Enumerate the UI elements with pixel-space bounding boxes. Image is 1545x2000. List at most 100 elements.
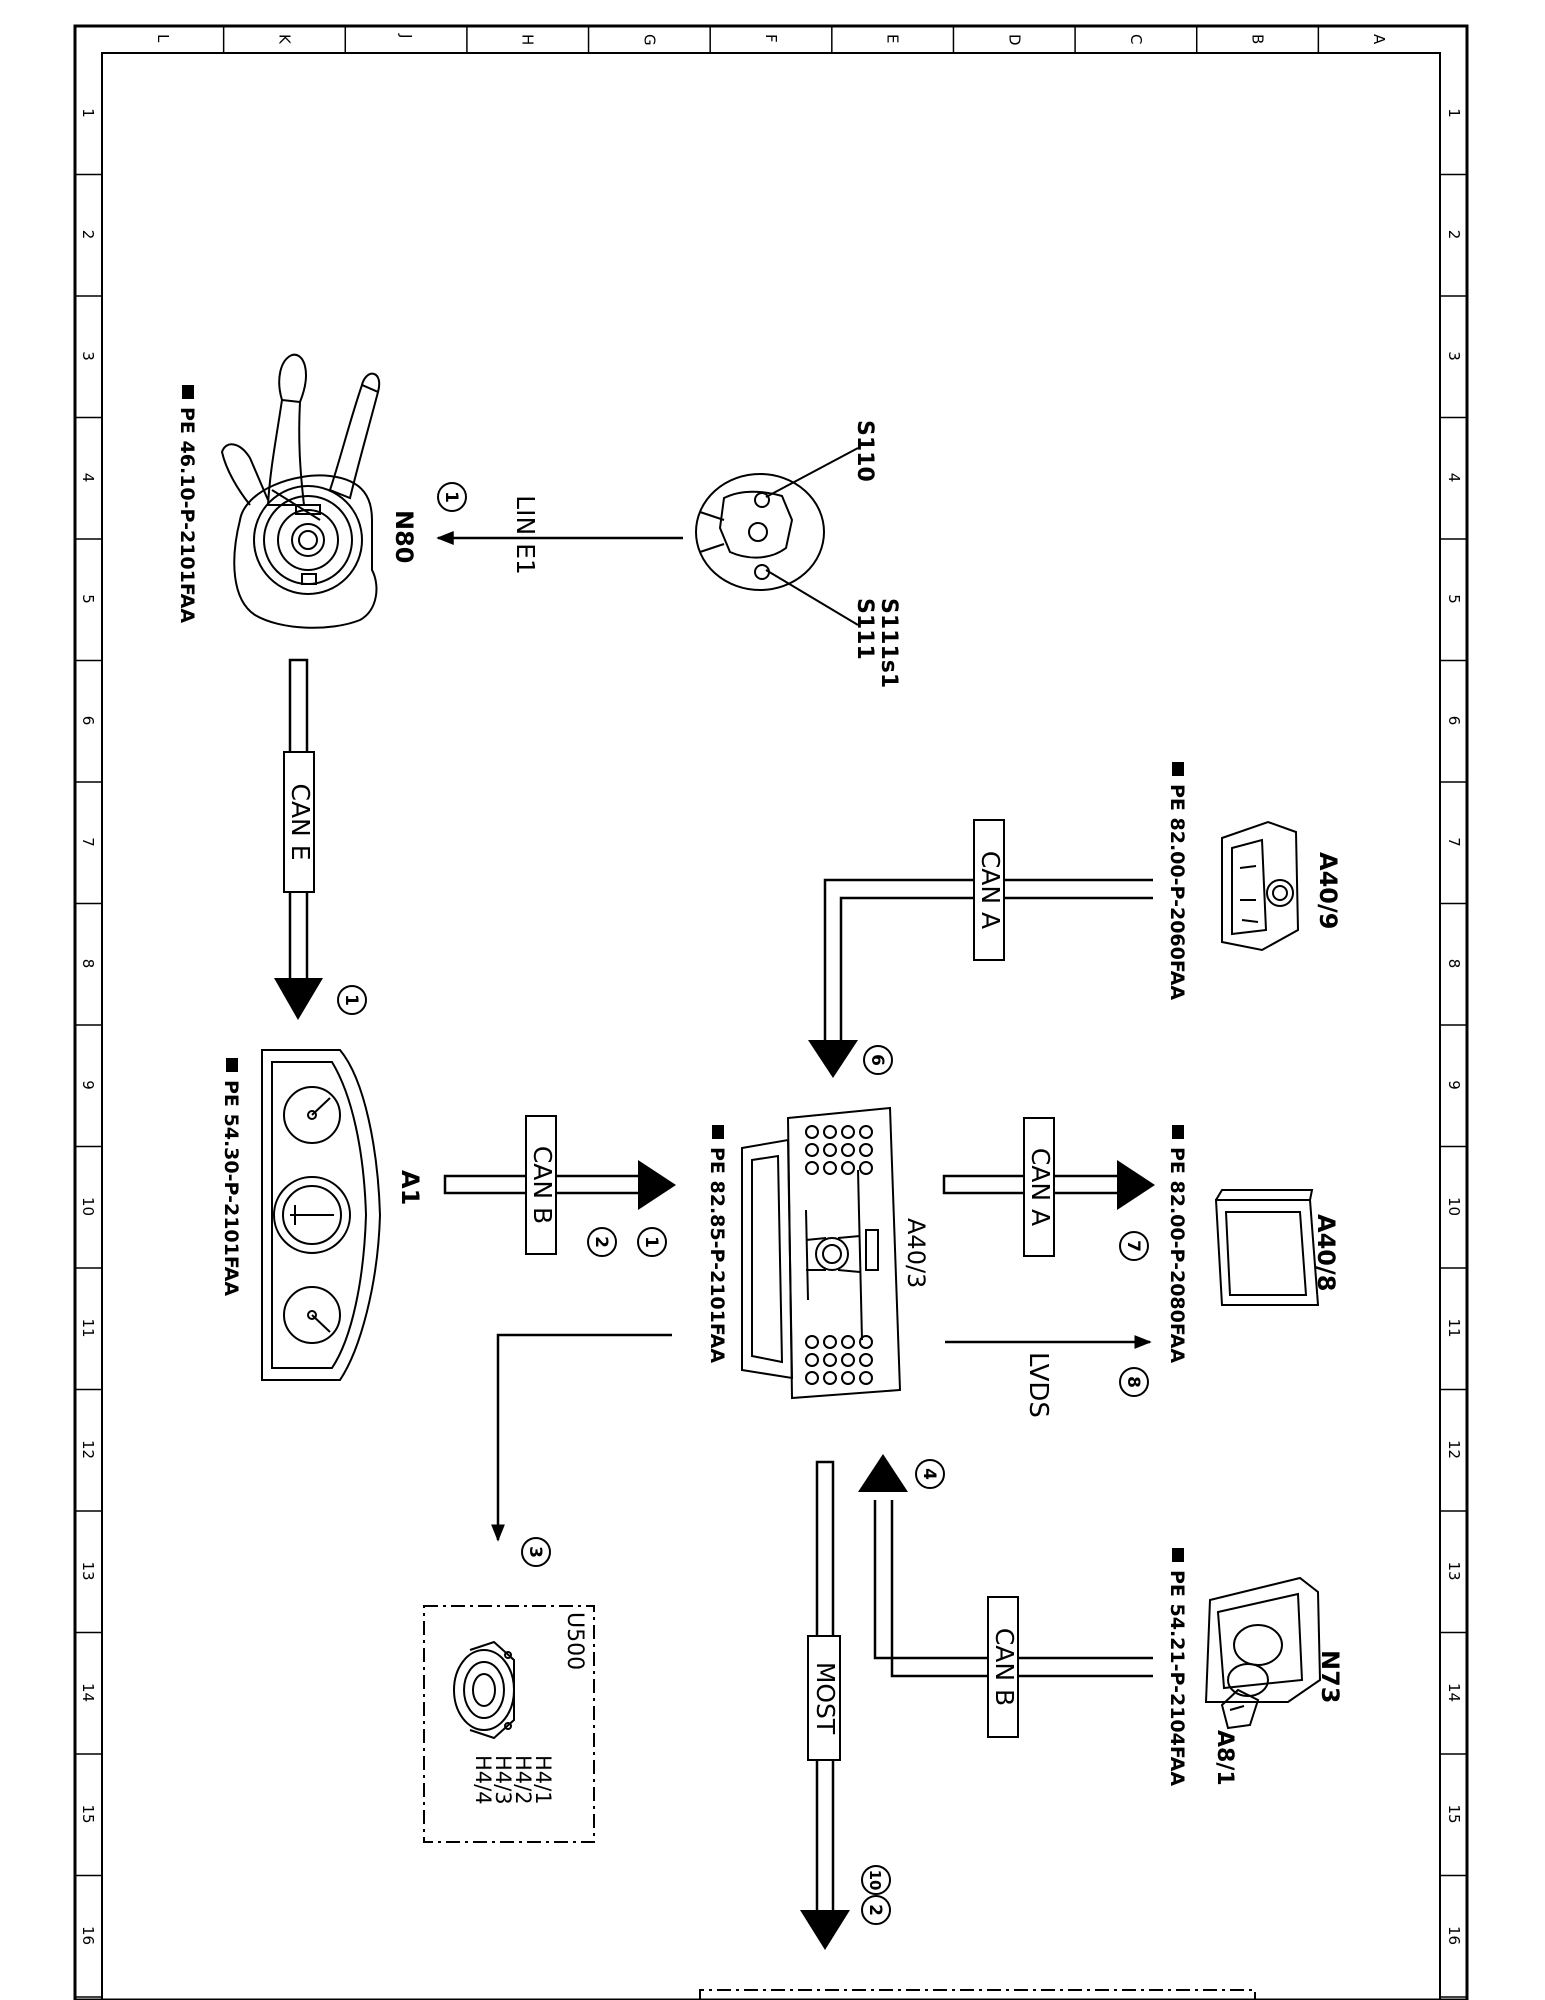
headunit-button	[859, 1161, 873, 1175]
headunit-button	[823, 1143, 837, 1157]
most-label: MOST	[811, 1662, 840, 1735]
can-b-a1-arrow: CAN B	[443, 1115, 676, 1255]
grid-row-12-r: 12	[1445, 1440, 1463, 1459]
grid-row-7-r: 7	[1445, 837, 1463, 847]
grid-row-13-l: 13	[79, 1561, 97, 1580]
headunit-button	[805, 1353, 819, 1367]
grid-row-1-l: 1	[79, 108, 97, 118]
grid-row-5-l: 5	[79, 594, 97, 604]
can-b-n73-label: CAN B	[990, 1628, 1019, 1706]
grid-row-9-r: 9	[1445, 1080, 1463, 1090]
reference-pointer-icon	[1172, 1548, 1184, 1562]
can-a-a409-line: CAN A	[808, 819, 1153, 1078]
headunit-button	[805, 1335, 819, 1349]
grid-row-8-r: 8	[1445, 959, 1463, 969]
svg-text:2: 2	[865, 1904, 885, 1916]
can-b-n73-line: CAN B	[858, 1454, 1153, 1738]
u500-box	[423, 1605, 595, 1843]
grid-row-10-l: 10	[79, 1197, 97, 1216]
can-a-a409-label: CAN A	[976, 851, 1005, 929]
marker-can-b-1: 1	[637, 1227, 667, 1257]
steering-wheel-icon	[695, 473, 825, 591]
n73-ignition-icon	[1204, 1576, 1322, 1730]
headunit-button	[805, 1371, 819, 1385]
headunit-button	[823, 1353, 837, 1367]
a1-ref-group: PE 54.30-P-2101FAA	[220, 1058, 242, 1296]
grid-row-15-l: 15	[79, 1804, 97, 1823]
grid-ticks	[75, 26, 1467, 1998]
grid-row-2-l: 2	[79, 230, 97, 240]
reference-pointer-icon	[712, 1125, 724, 1139]
lvds-label: LVDS	[1023, 1352, 1053, 1418]
headunit-button	[805, 1143, 819, 1157]
a40-3-headunit-icon	[741, 1106, 902, 1400]
headunit-button	[859, 1143, 873, 1157]
svg-text:10: 10	[866, 1870, 884, 1891]
a40-8-ref: PE 82.00-P-2080FAA	[1166, 1147, 1188, 1363]
n80-ref: PE 46.10-P-2101FAA	[176, 407, 198, 623]
n80-ref-group: PE 46.10-P-2101FAA	[176, 385, 198, 623]
grid-col-J: J	[397, 33, 415, 38]
grid-row-6-r: 6	[1445, 716, 1463, 726]
n73-label: N73	[1316, 1650, 1344, 1703]
marker-a40-9: 6	[863, 1045, 893, 1075]
reference-pointer-icon	[1172, 1125, 1184, 1139]
grid-row-3-l: 3	[79, 351, 97, 361]
a1-ref: PE 54.30-P-2101FAA	[220, 1080, 242, 1296]
headunit-button	[859, 1353, 873, 1367]
headunit-button	[859, 1125, 873, 1139]
svg-text:6: 6	[867, 1054, 887, 1066]
can-a-a408-arrow: CAN A	[942, 1117, 1155, 1257]
grid-row-9-l: 9	[79, 1080, 97, 1090]
headunit-button	[841, 1125, 855, 1139]
svg-text:7: 7	[1123, 1240, 1143, 1252]
a40-3-ref: PE 82.85-P-2101FAA	[706, 1147, 728, 1363]
headunit-button	[805, 1125, 819, 1139]
grid-row-16-r: 16	[1445, 1926, 1463, 1945]
grid-row-8-l: 8	[79, 959, 97, 969]
can-e-arrow: CAN E	[274, 658, 323, 1020]
marker-most-2: 2	[861, 1895, 891, 1925]
svg-text:4: 4	[919, 1468, 939, 1480]
grid-row-13-r: 13	[1445, 1561, 1463, 1580]
grid-row-11-r: 11	[1445, 1318, 1463, 1337]
a40-3-label: A40/3	[902, 1218, 930, 1288]
marker-lvds: 8	[1119, 1367, 1149, 1397]
reference-pointer-icon	[226, 1058, 238, 1072]
s111s1-label: S111s1	[876, 598, 901, 688]
grid-row-4-l: 4	[79, 473, 97, 483]
grid-col-L: L	[154, 34, 172, 43]
grid-col-G: G	[640, 34, 658, 46]
a40-8-display-icon	[1214, 1189, 1320, 1306]
headunit-button	[841, 1335, 855, 1349]
lin-e1-label: LIN E1	[511, 495, 540, 575]
grid-row-1-r: 1	[1445, 108, 1463, 118]
grid-row-3-r: 3	[1445, 351, 1463, 361]
u500-item-4: H4/4	[471, 1755, 495, 1805]
reference-pointer-icon	[1172, 762, 1184, 776]
speaker-icon	[453, 1640, 515, 1740]
grid-row-2-r: 2	[1445, 230, 1463, 240]
grid-row-15-r: 15	[1445, 1804, 1463, 1823]
headunit-button	[823, 1335, 837, 1349]
n80-label: N80	[390, 510, 418, 563]
grid-row-14-r: 14	[1445, 1683, 1463, 1702]
n73-ref: PE 54.21-P-2104FAA	[1166, 1570, 1188, 1786]
grid-row-6-l: 6	[79, 716, 97, 726]
marker-a40-8: 7	[1119, 1231, 1149, 1261]
grid-col-D: D	[1005, 34, 1023, 46]
svg-text:3: 3	[525, 1546, 545, 1558]
grid-col-F: F	[762, 34, 780, 43]
n73-ref-group: PE 54.21-P-2104FAA	[1166, 1548, 1188, 1786]
grid-row-4-r: 4	[1445, 473, 1463, 483]
headunit-button	[859, 1335, 873, 1349]
a40-9-ref: PE 82.00-P-2060FAA	[1166, 784, 1188, 1000]
headunit-button	[859, 1371, 873, 1385]
grid-row-16-l: 16	[79, 1926, 97, 1945]
headunit-button	[841, 1161, 855, 1175]
marker-n73: 4	[915, 1459, 945, 1489]
marker-can-e: 1	[337, 985, 367, 1015]
